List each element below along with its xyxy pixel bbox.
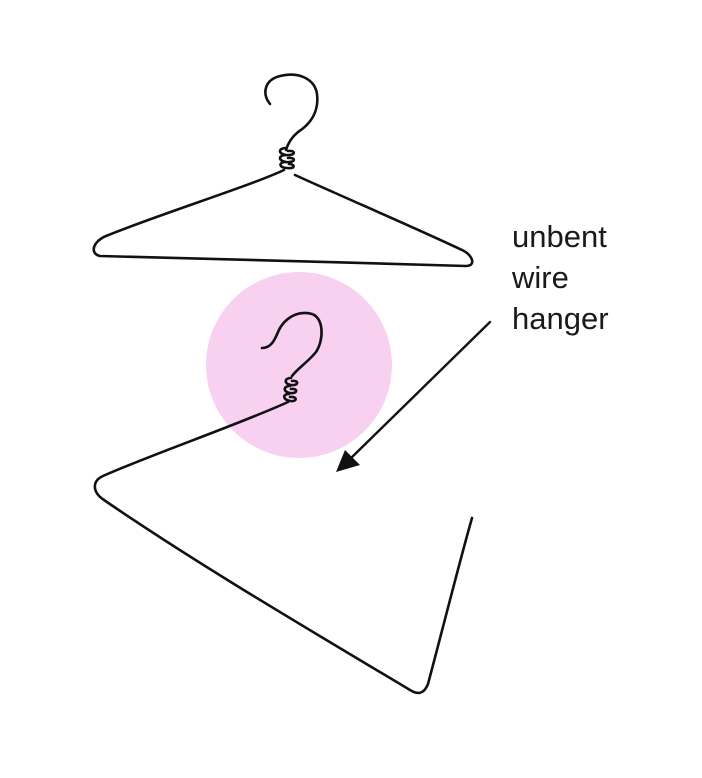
annotation-label-line: wire (512, 260, 569, 295)
arrow-icon (336, 320, 492, 472)
wire-hanger-icon (92, 73, 474, 268)
highlight-circle (206, 272, 392, 458)
unbent-wire-hanger-icon (93, 311, 474, 695)
annotation-label-line: unbent (512, 219, 607, 254)
annotation-label-line: hanger (512, 301, 609, 336)
